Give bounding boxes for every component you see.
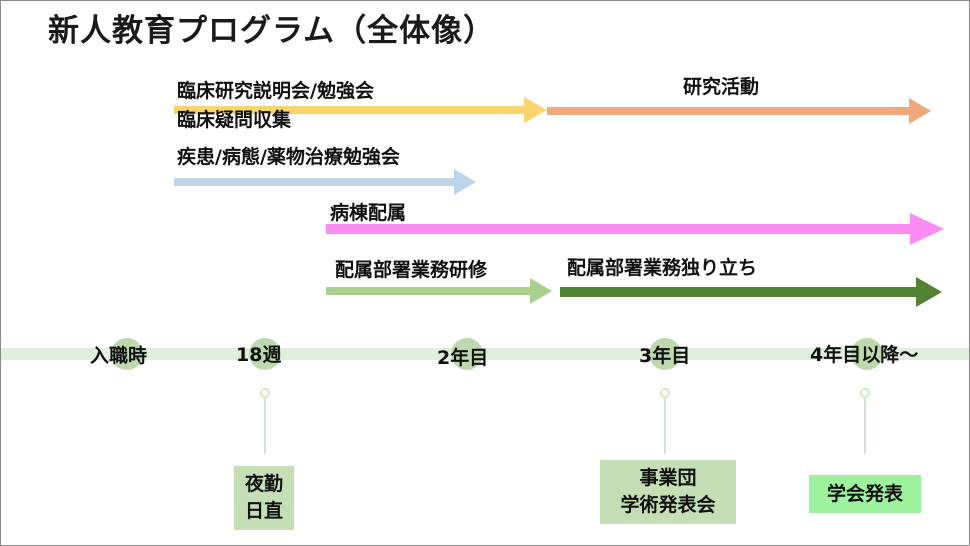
dept-independent-arrow [560, 277, 942, 307]
night-duty-box: 夜勤 日直 [234, 466, 294, 530]
milestone-label-18w: 18週 [236, 344, 282, 366]
dept-independent-label: 配属部署業務独り立ち [567, 257, 758, 279]
office-conference-box: 事業団 学術発表会 [600, 460, 736, 524]
office-label: 事業団 [639, 467, 697, 489]
research-arrow [547, 98, 931, 124]
disease-arrow [174, 169, 476, 195]
connector-stem-18w [264, 398, 266, 454]
disease-study-label: 疾患/病態/薬物治療勉強会 [177, 146, 400, 168]
ward-arrow [326, 213, 944, 245]
connector-stem-year3 [664, 398, 666, 454]
conference-label: 学会発表 [826, 482, 903, 505]
connector-dot-18w [260, 388, 270, 398]
lecture-label: 臨床研究説明会/勉強会 [177, 80, 374, 102]
connector-dot-year3 [660, 388, 670, 398]
milestone-label-year4: 4年目以降～ [810, 344, 919, 366]
research-label: 研究活動 [683, 76, 760, 98]
milestone-node-year4 [851, 338, 883, 370]
milestone-node-18w [249, 338, 281, 370]
ward-label: 病棟配属 [330, 202, 407, 224]
milestone-label-year2: 2年目 [437, 347, 489, 369]
question-collection-label: 臨床疑問収集 [177, 109, 292, 131]
night-duty-label: 夜勤 [244, 473, 283, 495]
dept-training-label: 配属部署業務研修 [335, 259, 488, 281]
lecture-arrow [174, 97, 547, 123]
page-title: 新人教育プログラム（全体像） [48, 13, 496, 49]
timeline-axis [1, 348, 969, 360]
milestone-node-start [111, 338, 143, 370]
conference-box: 学会発表 [809, 475, 921, 513]
connector-stem-year4 [864, 398, 866, 454]
milestone-node-year2 [451, 338, 483, 370]
connector-dot-year4 [860, 388, 870, 398]
academic-presentation-label: 学術発表会 [620, 494, 716, 516]
milestone-label-year3: 3年目 [639, 345, 691, 367]
milestone-node-year3 [649, 338, 681, 370]
dept-training-arrow [326, 278, 552, 304]
milestone-label-start: 入職時 [90, 345, 148, 367]
day-duty-label: 日直 [244, 500, 283, 522]
